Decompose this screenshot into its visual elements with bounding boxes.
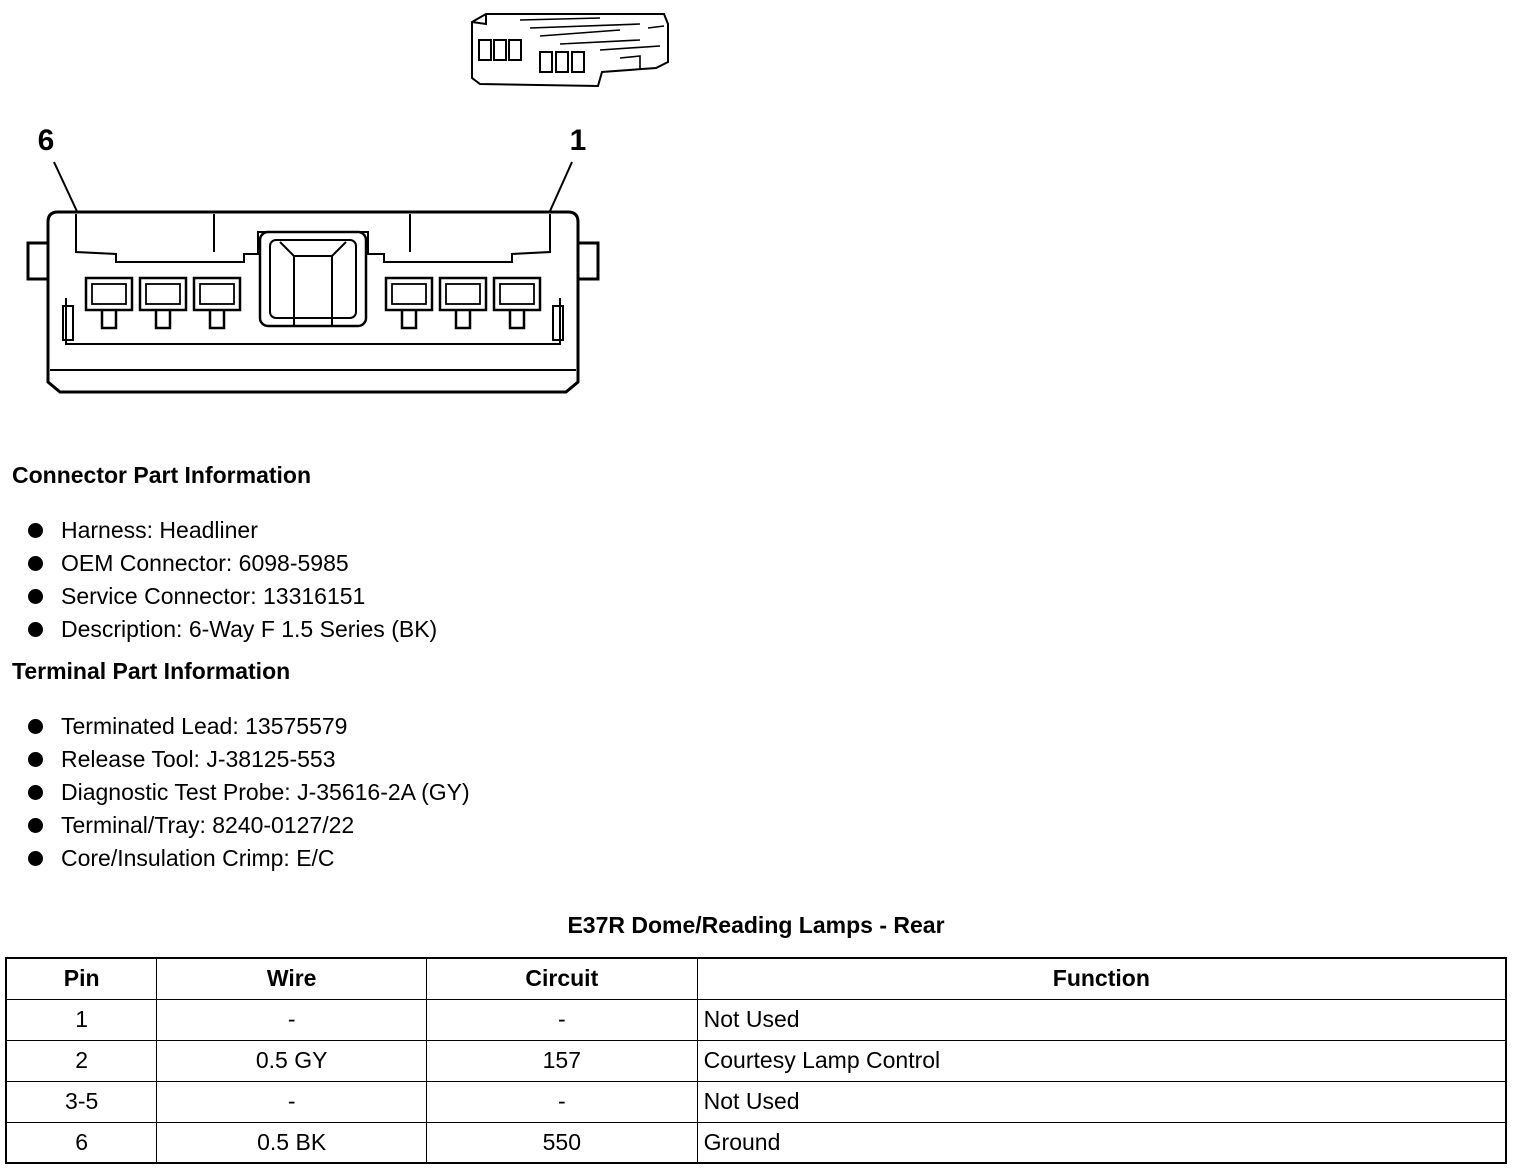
pin-label-right: 1 (570, 124, 587, 157)
connector-info-title: Connector Part Information (12, 462, 312, 488)
list-item: Service Connector: 13316151 (28, 580, 437, 613)
bullet-icon (28, 752, 43, 767)
cell-wire: 0.5 GY (156, 1039, 427, 1082)
bullet-icon (28, 622, 43, 637)
terminal-info-title: Terminal Part Information (12, 658, 291, 684)
cavity-pin-1 (492, 276, 542, 330)
cell-wire: 0.5 BK (156, 1121, 427, 1164)
list-item: Diagnostic Test Probe: J-35616-2A (GY) (28, 776, 470, 809)
cell-wire: - (156, 998, 427, 1041)
cell-circuit: - (425, 998, 698, 1041)
connector-isometric-view (471, 13, 669, 88)
bullet-icon (28, 556, 43, 571)
cavity-pin-2 (438, 276, 488, 330)
table-row: 6 0.5 BK 550 Ground (5, 1121, 1507, 1164)
bullet-icon (28, 589, 43, 604)
cavity-pin-4 (192, 276, 242, 330)
connector-face-view (26, 210, 600, 394)
column-header-function: Function (696, 957, 1507, 1000)
table-header-row: Pin Wire Circuit Function (5, 957, 1507, 1000)
list-item: Harness: Headliner (28, 514, 437, 547)
pin-table-title: E37R Dome/Reading Lamps - Rear (567, 912, 945, 938)
bullet-icon (28, 851, 43, 866)
cavity-pin-5 (138, 276, 188, 330)
bullet-icon (28, 785, 43, 800)
list-item: Terminal/Tray: 8240-0127/22 (28, 809, 470, 842)
terminal-cavities (84, 276, 542, 330)
cell-wire: - (156, 1080, 427, 1123)
table-row: 1 - - Not Used (5, 998, 1507, 1041)
connector-diagram: 6 1 (26, 13, 669, 394)
bullet-icon (28, 818, 43, 833)
list-item: Terminated Lead: 13575579 (28, 710, 470, 743)
cell-pin: 2 (5, 1039, 158, 1082)
bullet-icon (28, 719, 43, 734)
cell-function: Ground (696, 1121, 1507, 1164)
pin-label-left: 6 (38, 124, 55, 157)
cell-circuit: 550 (425, 1121, 698, 1164)
terminal-info-list: Terminated Lead: 13575579 Release Tool: … (28, 710, 470, 875)
cell-function: Courtesy Lamp Control (696, 1039, 1507, 1082)
cell-function: Not Used (696, 1080, 1507, 1123)
cell-pin: 3-5 (5, 1080, 158, 1123)
bullet-icon (28, 523, 43, 538)
cavity-pin-6 (84, 276, 134, 330)
pin-table: Pin Wire Circuit Function 1 - - Not Used… (5, 957, 1507, 1164)
table-row: 3-5 - - Not Used (5, 1080, 1507, 1123)
list-item: Core/Insulation Crimp: E/C (28, 842, 470, 875)
list-item: Description: 6-Way F 1.5 Series (BK) (28, 613, 437, 646)
cell-circuit: - (425, 1080, 698, 1123)
cell-pin: 6 (5, 1121, 158, 1164)
cell-function: Not Used (696, 998, 1507, 1041)
column-header-circuit: Circuit (425, 957, 698, 1000)
list-item: OEM Connector: 6098-5985 (28, 547, 437, 580)
table-row: 2 0.5 GY 157 Courtesy Lamp Control (5, 1039, 1507, 1082)
connector-info-list: Harness: Headliner OEM Connector: 6098-5… (28, 514, 437, 646)
cavity-pin-3 (384, 276, 434, 330)
cell-pin: 1 (5, 998, 158, 1041)
list-item: Release Tool: J-38125-553 (28, 743, 470, 776)
cell-circuit: 157 (425, 1039, 698, 1082)
column-header-wire: Wire (156, 957, 427, 1000)
column-header-pin: Pin (5, 957, 158, 1000)
